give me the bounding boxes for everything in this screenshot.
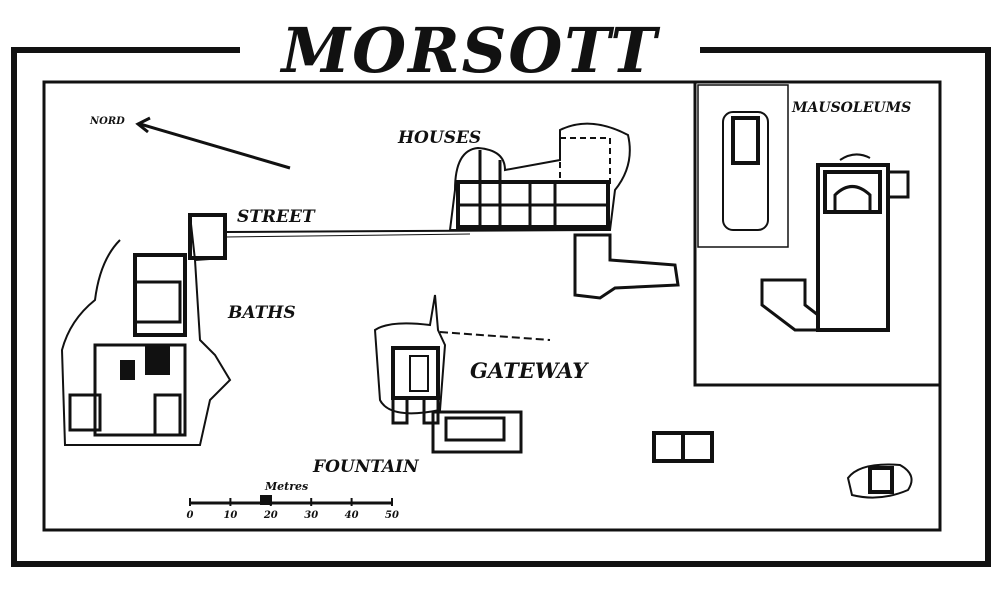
label-street: STREET xyxy=(237,207,316,227)
street xyxy=(224,229,601,238)
svg-text:NORD: NORD xyxy=(89,116,125,127)
inner-frame xyxy=(42,80,942,532)
scale-tick-label: 0 xyxy=(187,510,194,521)
scale-tick-label: 50 xyxy=(385,510,399,521)
small-mausoleum xyxy=(846,463,913,499)
label-fountain: FOUNTAIN xyxy=(312,457,420,477)
mausoleum-small-enclosure xyxy=(697,84,789,248)
scale-tick-label: 10 xyxy=(223,510,237,521)
baths-plan xyxy=(60,213,232,446)
scale-tick-label: 30 xyxy=(304,510,318,521)
label-baths: BATHS xyxy=(227,303,296,323)
houses-plan xyxy=(448,122,680,300)
scale-bar: Metres 0 10 20 30 40 50 xyxy=(187,480,399,521)
outer-frame xyxy=(11,47,991,567)
north-arrow: NORD xyxy=(89,116,291,170)
scale-tick-label: 20 xyxy=(263,510,278,521)
mausoleum-enclosure xyxy=(693,82,940,387)
mausoleum-large-plan xyxy=(760,153,910,332)
gateway-plan xyxy=(373,294,551,425)
label-mausoleums: MAUSOLEUMS xyxy=(791,100,911,116)
label-gateway: GATEWAY xyxy=(470,358,589,383)
scale-tick-label: 40 xyxy=(345,510,359,521)
scale-unit: Metres xyxy=(264,480,308,493)
mausoleum-small-plan xyxy=(722,111,769,231)
small-structure xyxy=(652,431,714,463)
map-title: MORSOTT xyxy=(279,14,660,87)
label-houses: HOUSES xyxy=(397,128,481,148)
fountain-plan xyxy=(431,410,523,454)
